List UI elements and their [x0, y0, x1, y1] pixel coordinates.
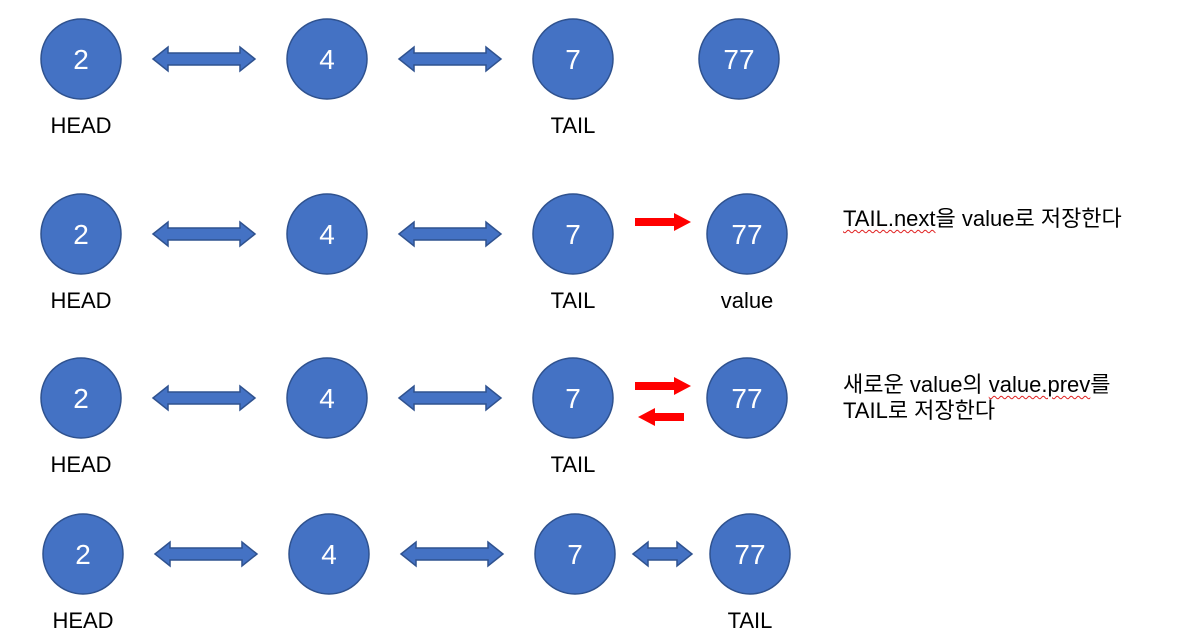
- double-arrow: [151, 45, 257, 73]
- node-value: 7: [567, 539, 583, 570]
- prev-pointer-arrow: [638, 408, 684, 426]
- double-arrow: [153, 540, 259, 568]
- node-value: 4: [319, 219, 335, 250]
- node-label: TAIL: [551, 113, 596, 138]
- node-value: 77: [723, 44, 754, 75]
- list-node: 2: [40, 357, 122, 439]
- list-node: 2: [42, 513, 124, 595]
- note-step3-line1: 새로운 value의 value.prev를: [843, 372, 1111, 398]
- note-step3: 새로운 value의 value.prev를 TAIL로 저장한다: [843, 372, 1111, 424]
- node-circle: [286, 18, 368, 100]
- node-circle: [706, 357, 788, 439]
- double-arrow: [151, 384, 257, 412]
- node-circle: [698, 18, 780, 100]
- next-pointer-arrow: [635, 377, 691, 395]
- list-node: 77: [706, 193, 788, 275]
- note-step2-text: 을 value로 저장한다: [935, 206, 1122, 231]
- list-node: 4: [288, 513, 370, 595]
- node-circle: [286, 357, 368, 439]
- node-value: 77: [731, 383, 762, 414]
- note-step3-line2: TAIL로 저장한다: [843, 398, 996, 423]
- node-value: 4: [319, 44, 335, 75]
- note-step3-text-a: 새로운 value의: [843, 372, 989, 397]
- node-circle: [532, 193, 614, 275]
- list-node: 7: [532, 357, 614, 439]
- node-value: 2: [73, 219, 89, 250]
- node-value: 7: [565, 44, 581, 75]
- node-circle: [532, 357, 614, 439]
- double-arrow: [397, 384, 503, 412]
- node-circle: [40, 357, 122, 439]
- node-value: 4: [321, 539, 337, 570]
- double-arrow: [397, 45, 503, 73]
- list-node: 7: [532, 18, 614, 100]
- list-node: 7: [532, 193, 614, 275]
- node-label: TAIL: [551, 288, 596, 313]
- double-arrow: [151, 220, 257, 248]
- double-arrow: [631, 540, 694, 568]
- node-value: 2: [73, 44, 89, 75]
- node-label: TAIL: [728, 608, 773, 633]
- node-label: TAIL: [551, 452, 596, 477]
- node-value: 2: [75, 539, 91, 570]
- list-node: 2: [40, 193, 122, 275]
- list-node: 77: [706, 357, 788, 439]
- node-circle: [706, 193, 788, 275]
- note-step3-underlined: value.prev: [988, 372, 1091, 397]
- node-value: 77: [734, 539, 765, 570]
- note-step2: TAIL.next을 value로 저장한다: [843, 206, 1122, 232]
- list-node: 7: [534, 513, 616, 595]
- node-circle: [40, 193, 122, 275]
- node-label: HEAD: [50, 288, 111, 313]
- node-value: 77: [731, 219, 762, 250]
- list-node: 77: [709, 513, 791, 595]
- node-label: value: [721, 288, 774, 313]
- node-label: HEAD: [52, 608, 113, 633]
- node-circle: [534, 513, 616, 595]
- double-arrow: [397, 220, 503, 248]
- node-circle: [288, 513, 370, 595]
- node-value: 7: [565, 219, 581, 250]
- note-step2-underlined: TAIL.next: [843, 206, 936, 231]
- node-value: 2: [73, 383, 89, 414]
- node-value: 4: [319, 383, 335, 414]
- node-circle: [40, 18, 122, 100]
- node-circle: [709, 513, 791, 595]
- next-pointer-arrow: [635, 213, 691, 231]
- node-circle: [532, 18, 614, 100]
- node-circle: [286, 193, 368, 275]
- note-step3-text-b: 를: [1090, 372, 1111, 397]
- node-circle: [42, 513, 124, 595]
- node-label: HEAD: [50, 113, 111, 138]
- node-label: HEAD: [50, 452, 111, 477]
- list-node: 4: [286, 193, 368, 275]
- double-arrow: [399, 540, 505, 568]
- list-node: 4: [286, 18, 368, 100]
- list-node: 2: [40, 18, 122, 100]
- list-node: 4: [286, 357, 368, 439]
- list-node: 77: [698, 18, 780, 100]
- node-value: 7: [565, 383, 581, 414]
